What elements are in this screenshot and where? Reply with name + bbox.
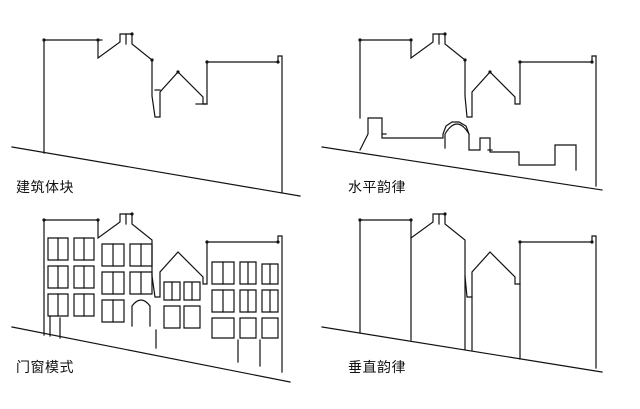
building-outline [360, 214, 596, 368]
arch-door [445, 124, 469, 148]
caption-window-door-pattern: 门窗模式 [16, 360, 74, 376]
building-outline [360, 34, 596, 117]
ground-slope-line [322, 327, 602, 372]
panel-massing-drawing [12, 34, 300, 196]
window-grid-middle [102, 244, 152, 326]
panel-horizontal-rhythm-drawing [322, 34, 602, 190]
vertex-marks [42, 32, 594, 244]
building-outline [44, 214, 282, 372]
building-massing-outline [44, 34, 282, 192]
caption-vertical-rhythm: 垂直韵律 [348, 360, 406, 376]
panel-vertical-rhythm-drawing [322, 214, 602, 372]
panel-window-door-drawing [12, 214, 290, 382]
ground-slope-line [322, 147, 602, 190]
horizontal-rhythm-band [360, 118, 576, 170]
window-grid-left [48, 238, 94, 338]
window-grid-right [212, 262, 278, 366]
ground-slope-line [12, 327, 290, 382]
window-grid-gable [156, 282, 200, 348]
ground-slope-line [12, 147, 300, 196]
caption-horizontal-rhythm: 水平韵律 [348, 180, 406, 196]
caption-massing: 建筑体块 [16, 180, 74, 196]
